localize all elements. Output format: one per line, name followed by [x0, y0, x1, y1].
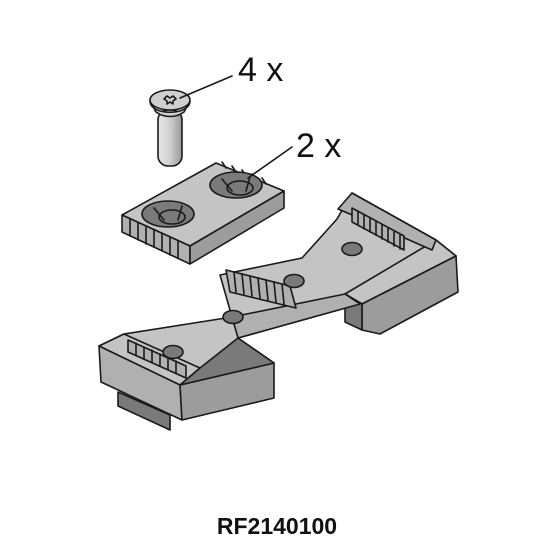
- screw-shaft: [157, 109, 183, 167]
- screw-torx-icon: [163, 95, 177, 105]
- left-block-step: [179, 337, 275, 386]
- hole-rear: [341, 241, 363, 257]
- plate-quantity-label: 2 x: [296, 127, 341, 165]
- screw-head-cone: [149, 100, 191, 118]
- plate-leader-line: [247, 146, 293, 179]
- screw-leader-line: [179, 75, 233, 99]
- hole-middle: [222, 309, 244, 325]
- center-step-wall: [231, 293, 361, 339]
- left-block-groove: [117, 391, 171, 431]
- hole-center: [283, 273, 305, 289]
- rear-teeth: [351, 207, 405, 251]
- plate-front-teeth: [129, 218, 179, 259]
- hole-front: [162, 344, 184, 360]
- base-rail: [98, 192, 459, 431]
- plate-hole-1: [141, 200, 195, 228]
- countersunk-screw: [149, 89, 191, 167]
- screw-head-top: [149, 89, 191, 111]
- clamping-plate: [121, 161, 285, 265]
- center-teeth: [225, 269, 297, 309]
- plate-hole-2: [209, 171, 263, 199]
- screw-quantity-label: 4 x: [238, 51, 283, 89]
- plate-side-face: [189, 190, 285, 265]
- rear-upright: [337, 192, 437, 251]
- part-number: RF2140100: [217, 513, 337, 539]
